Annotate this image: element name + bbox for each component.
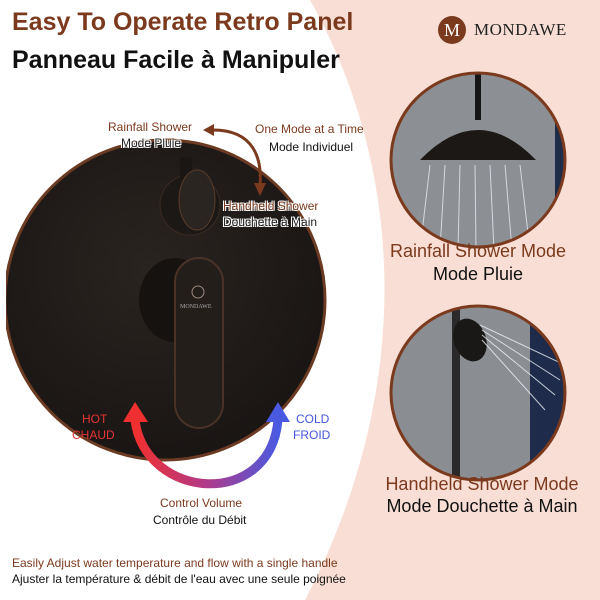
- rainfall-shower-photo: [391, 73, 565, 247]
- temperature-arc: [130, 419, 283, 489]
- brand-name: MONDAWE: [474, 20, 567, 39]
- handheld-mode-en: Handheld Shower Mode: [385, 474, 579, 494]
- cold-arrowhead: [266, 402, 290, 422]
- handheld-mode-fr: Mode Douchette à Main: [386, 496, 578, 516]
- rainfall-mode-fr: Mode Pluie: [432, 264, 524, 284]
- control-volume-en: Control Volume: [160, 496, 243, 510]
- shower-panel: [3, 138, 327, 462]
- control-volume-fr: Contrôle du Débit: [153, 513, 247, 527]
- handheld-label-fr: Douchette à Main: [223, 215, 318, 229]
- footer-en: Easily Adjust water temperature and flow…: [12, 556, 338, 570]
- rainfall-mode-en: Rainfall Shower Mode: [389, 241, 567, 261]
- one-mode-fr: Mode Individuel: [269, 140, 354, 154]
- cold-en: COLD: [296, 412, 330, 426]
- hot-en: HOT: [82, 412, 108, 426]
- cold-fr: FROID: [293, 428, 331, 442]
- hot-arrowhead: [123, 402, 148, 422]
- rainfall-label-en: Rainfall Shower: [108, 120, 193, 134]
- hot-fr: CHAUD: [72, 428, 115, 442]
- diverter-arrow: [212, 128, 262, 186]
- rainfall-label-fr: Mode Pluie: [121, 136, 182, 150]
- handheld-shower-photo: [391, 306, 565, 480]
- handheld-label-en: Handheld Shower: [223, 199, 319, 213]
- title-fr: Panneau Facile à Manipuler: [12, 46, 340, 74]
- brand-logo: M MONDAWE: [438, 16, 567, 44]
- logo-mark-icon: M: [438, 16, 466, 44]
- one-mode-en: One Mode at a Time: [255, 122, 364, 136]
- handle-engraving: MONDAWE: [180, 304, 212, 310]
- title-en: Easy To Operate Retro Panel: [12, 8, 354, 36]
- footer-fr: Ajuster la température & débit de l'eau …: [12, 572, 346, 586]
